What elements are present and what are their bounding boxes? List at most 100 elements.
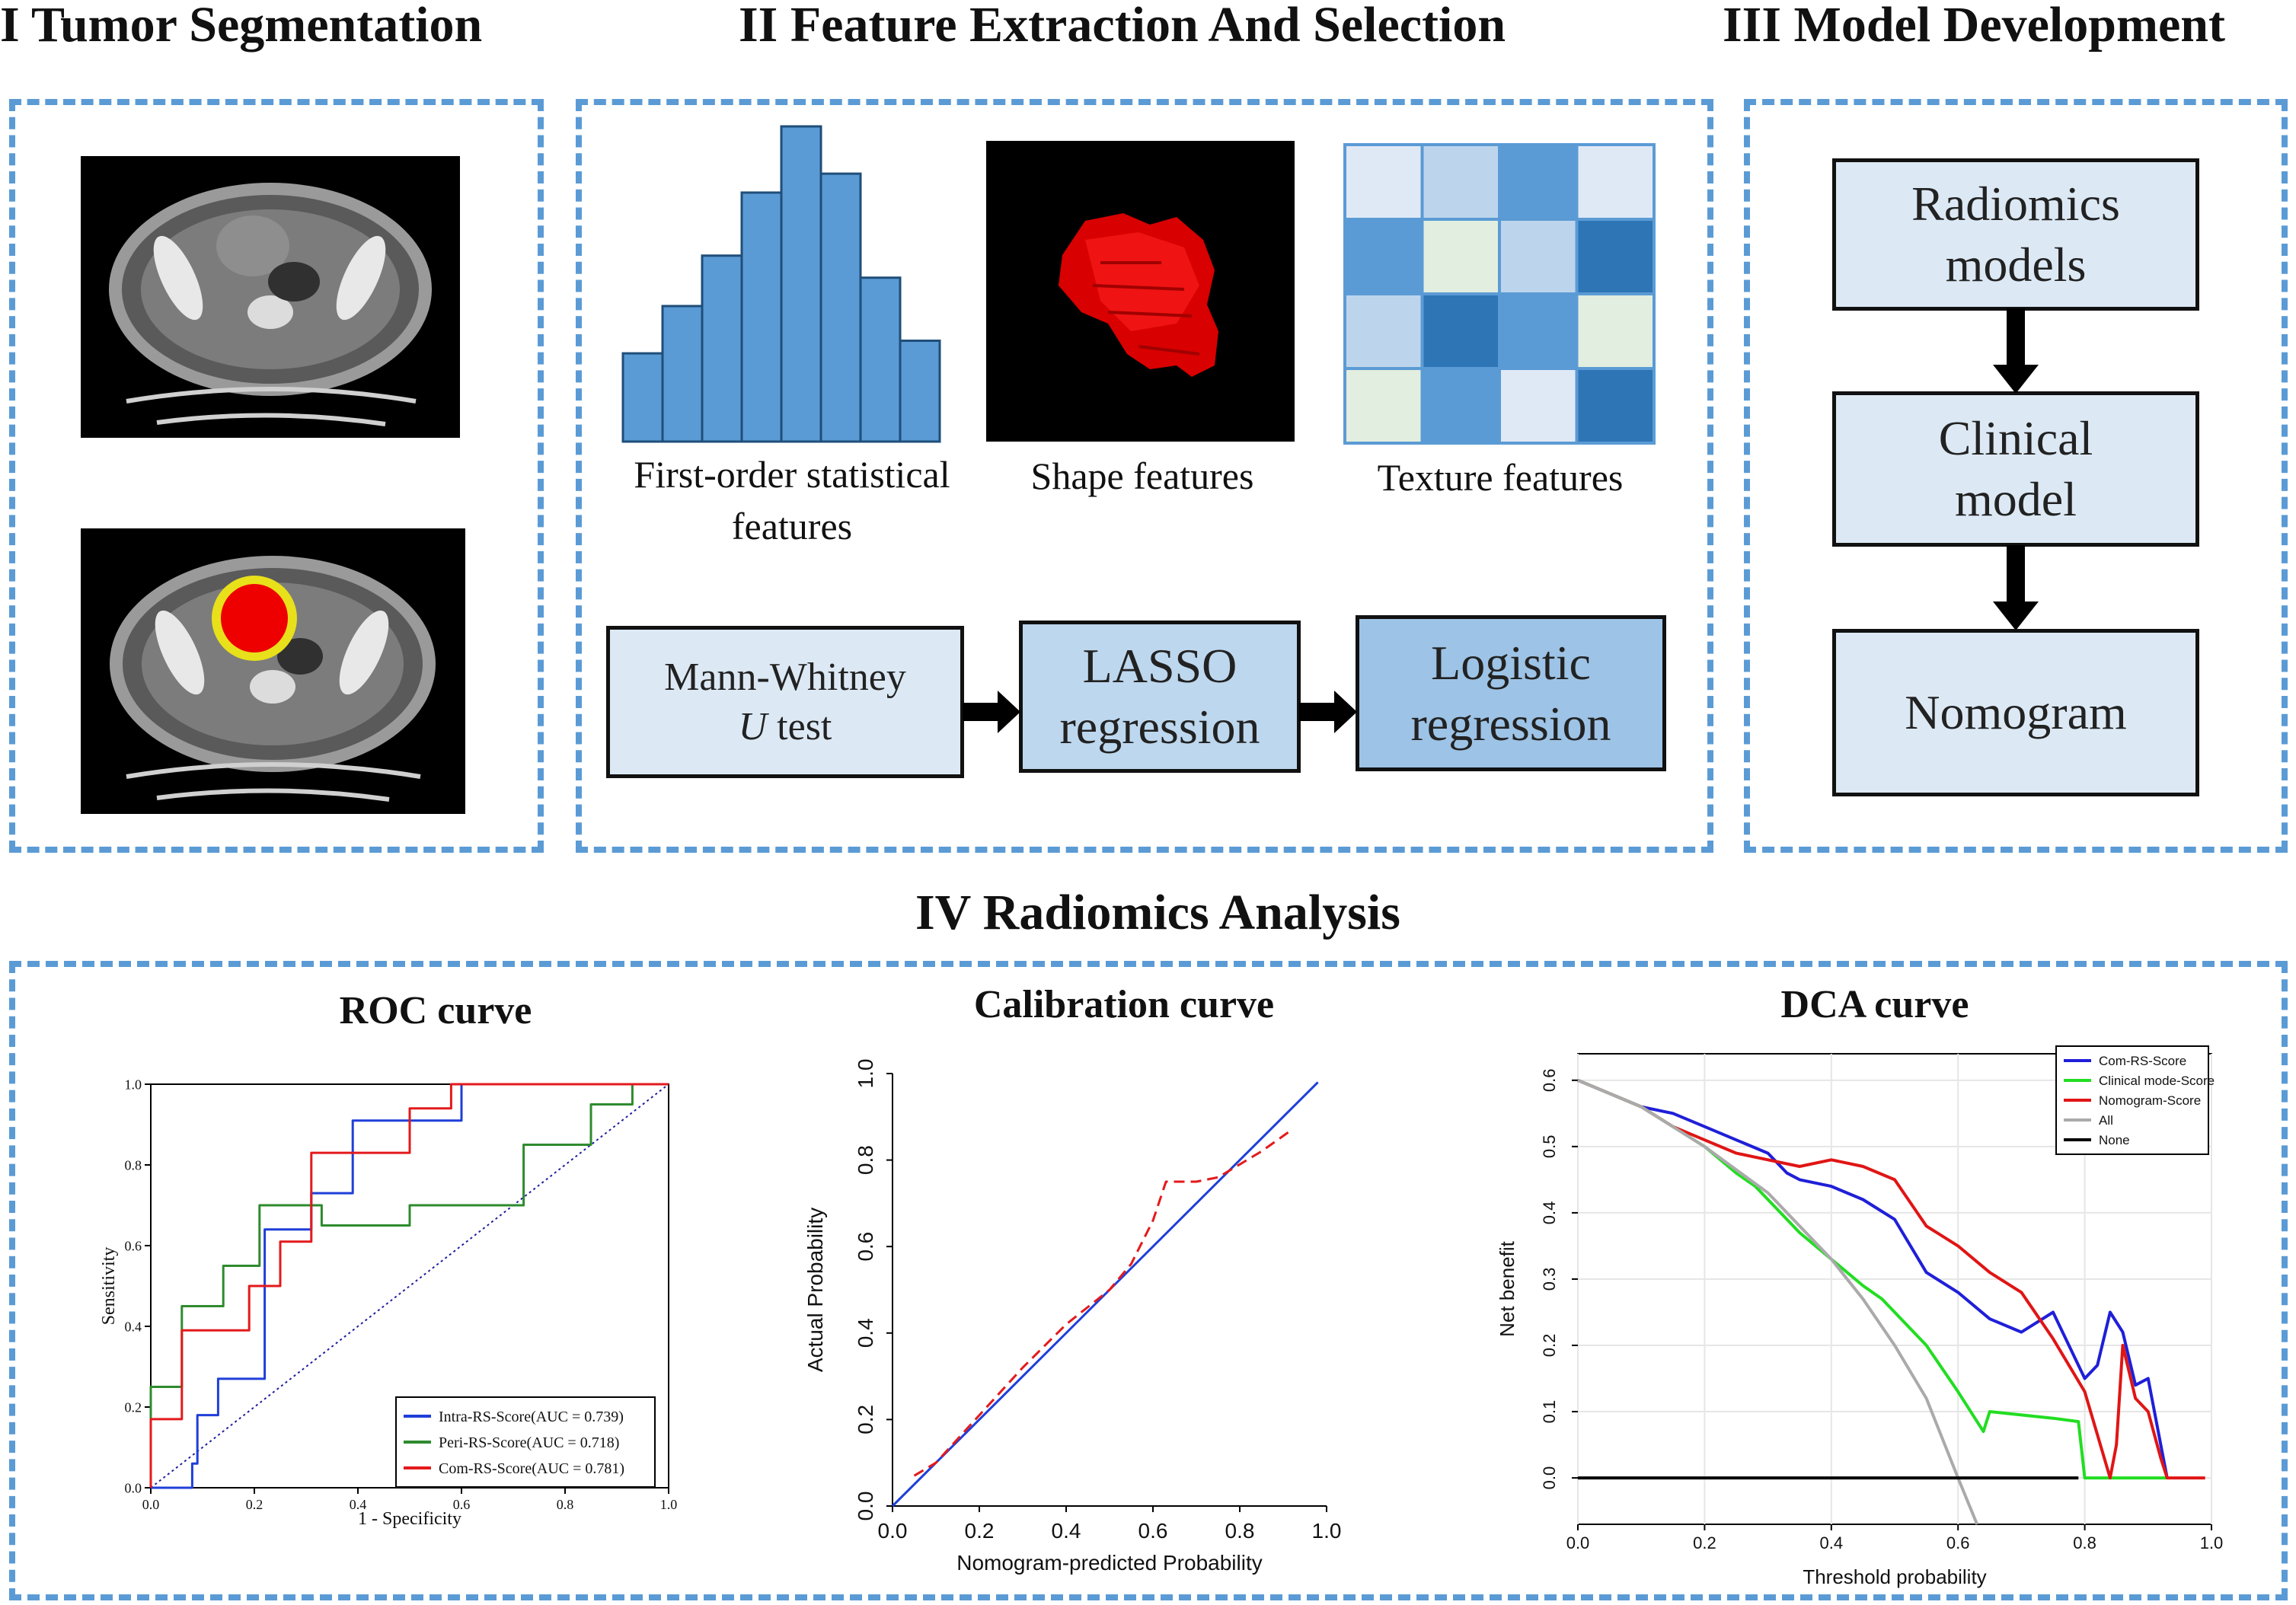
y-tick-label: 0.6 xyxy=(1540,1069,1559,1093)
histogram-bar xyxy=(819,172,862,443)
series-line xyxy=(149,1083,669,1488)
x-tick-label: 0.0 xyxy=(878,1519,908,1543)
series-line xyxy=(1577,1078,2169,1479)
x-tick-label: 0.6 xyxy=(1138,1519,1168,1543)
x-axis-label: 1 - Specificity xyxy=(358,1509,461,1529)
series-line xyxy=(1577,1078,2205,1480)
y-axis-label: Net benefit xyxy=(1496,1240,1518,1337)
arrow-down-icon xyxy=(1993,308,2039,394)
texture-cell xyxy=(1498,218,1579,295)
x-axis-label: Threshold probability xyxy=(1803,1565,1986,1588)
x-tick-label: 0.8 xyxy=(1225,1519,1255,1543)
texture-features-label: Texture features xyxy=(1377,456,1624,499)
calibration-chart-title: Calibration curve xyxy=(973,983,1275,1026)
texture-cell xyxy=(1498,367,1579,445)
texture-cell xyxy=(1343,367,1424,445)
legend-label: Com-RS-Score(AUC = 0.781) xyxy=(439,1460,624,1477)
legend-label: None xyxy=(2099,1133,2130,1147)
texture-cell xyxy=(1420,367,1501,445)
legend-label: Clinical mode-Score xyxy=(2099,1074,2215,1088)
y-tick-label: 1.0 xyxy=(125,1077,142,1092)
roc-chart-title: ROC curve xyxy=(339,989,532,1032)
histogram-bar xyxy=(859,276,902,443)
y-tick-label: 0.0 xyxy=(1540,1466,1559,1490)
texture-cell xyxy=(1498,143,1579,221)
panel-feature-extraction xyxy=(576,99,1713,853)
mann-whitney-box: Mann-Whitney U test xyxy=(606,626,964,778)
histogram-icon xyxy=(621,125,941,443)
y-tick-label: 0.2 xyxy=(125,1399,142,1415)
texture-cell xyxy=(1343,292,1424,370)
panel-model-development xyxy=(1744,99,2288,853)
texture-cell xyxy=(1420,292,1501,370)
texture-cell xyxy=(1343,218,1424,295)
y-axis-label: Sensitivity xyxy=(99,1247,119,1326)
arrow-down-icon xyxy=(1993,545,2039,630)
x-tick-label: 1.0 xyxy=(1312,1519,1342,1543)
x-tick-label: 0.6 xyxy=(453,1497,471,1512)
x-tick-label: 0.6 xyxy=(1946,1533,1970,1552)
texture-cell xyxy=(1420,218,1501,295)
histogram-bar xyxy=(621,352,664,443)
histogram-bar xyxy=(899,340,941,443)
shape-features-label: Shape features xyxy=(1030,455,1254,497)
y-tick-label: 0.6 xyxy=(854,1232,877,1262)
panel-segmentation xyxy=(9,99,544,853)
y-tick-label: 0.8 xyxy=(854,1145,877,1175)
texture-cell xyxy=(1575,218,1656,295)
legend-box xyxy=(395,1396,656,1488)
y-axis-label: Actual Probability xyxy=(803,1208,827,1372)
texture-cell xyxy=(1343,143,1424,221)
logistic-regression-box: Logistic regression xyxy=(1356,615,1666,771)
clinical-model-box: Clinical model xyxy=(1832,391,2199,547)
x-tick-label: 0.2 xyxy=(965,1519,995,1543)
y-tick-label: 0.2 xyxy=(854,1405,877,1434)
legend-label: Peri-RS-Score(AUC = 0.718) xyxy=(439,1434,619,1451)
x-tick-label: 0.8 xyxy=(557,1497,574,1512)
histogram-bar xyxy=(780,125,822,443)
histogram-bar xyxy=(740,191,783,443)
texture-cell xyxy=(1575,367,1656,445)
texture-matrix-icon xyxy=(1343,143,1656,445)
x-axis-label: Nomogram-predicted Probability xyxy=(956,1551,1263,1575)
y-tick-label: 1.0 xyxy=(854,1059,877,1089)
series-line xyxy=(913,1128,1293,1477)
section-title-segmentation: I Tumor Segmentation xyxy=(0,0,483,53)
x-tick-label: 0.0 xyxy=(142,1497,160,1512)
x-tick-label: 0.4 xyxy=(1820,1533,1844,1552)
x-tick-label: 0.4 xyxy=(350,1497,367,1512)
y-tick-label: 0.5 xyxy=(1540,1135,1559,1159)
ct-scan-image xyxy=(81,156,460,438)
first-order-features-label: First-order statistical features xyxy=(634,453,950,547)
nomogram-box: Nomogram xyxy=(1832,629,2199,796)
x-tick-label: 0.0 xyxy=(1566,1533,1590,1552)
texture-cell xyxy=(1420,143,1501,221)
x-tick-label: 1.0 xyxy=(660,1497,678,1512)
y-tick-label: 0.0 xyxy=(854,1492,877,1521)
texture-cell xyxy=(1575,143,1656,221)
tumor-shape-render-image xyxy=(986,141,1295,442)
radiomics-models-box: Radiomics models xyxy=(1832,158,2199,311)
histogram-bar xyxy=(701,254,743,443)
x-tick-label: 0.4 xyxy=(1052,1519,1081,1543)
legend-label: Intra-RS-Score(AUC = 0.739) xyxy=(439,1409,624,1425)
panel-radiomics-analysis xyxy=(9,961,2288,1600)
section-title-feature-extraction: II Feature Extraction And Selection xyxy=(739,0,1506,53)
texture-cell xyxy=(1575,292,1656,370)
legend-label: Nomogram-Score xyxy=(2099,1093,2201,1108)
legend-label: All xyxy=(2099,1113,2113,1128)
section-title-radiomics-analysis: IV Radiomics Analysis xyxy=(915,885,1400,940)
series-line xyxy=(891,1081,1319,1508)
lasso-regression-box: LASSO regression xyxy=(1019,621,1301,773)
series-line xyxy=(151,1083,669,1489)
y-tick-label: 0.1 xyxy=(1540,1400,1559,1424)
arrow-right-icon xyxy=(963,691,1020,733)
y-tick-label: 0.2 xyxy=(1540,1334,1559,1358)
x-tick-label: 0.2 xyxy=(246,1497,263,1512)
x-tick-label: 1.0 xyxy=(2200,1533,2224,1552)
y-tick-label: 0.3 xyxy=(1540,1268,1559,1291)
